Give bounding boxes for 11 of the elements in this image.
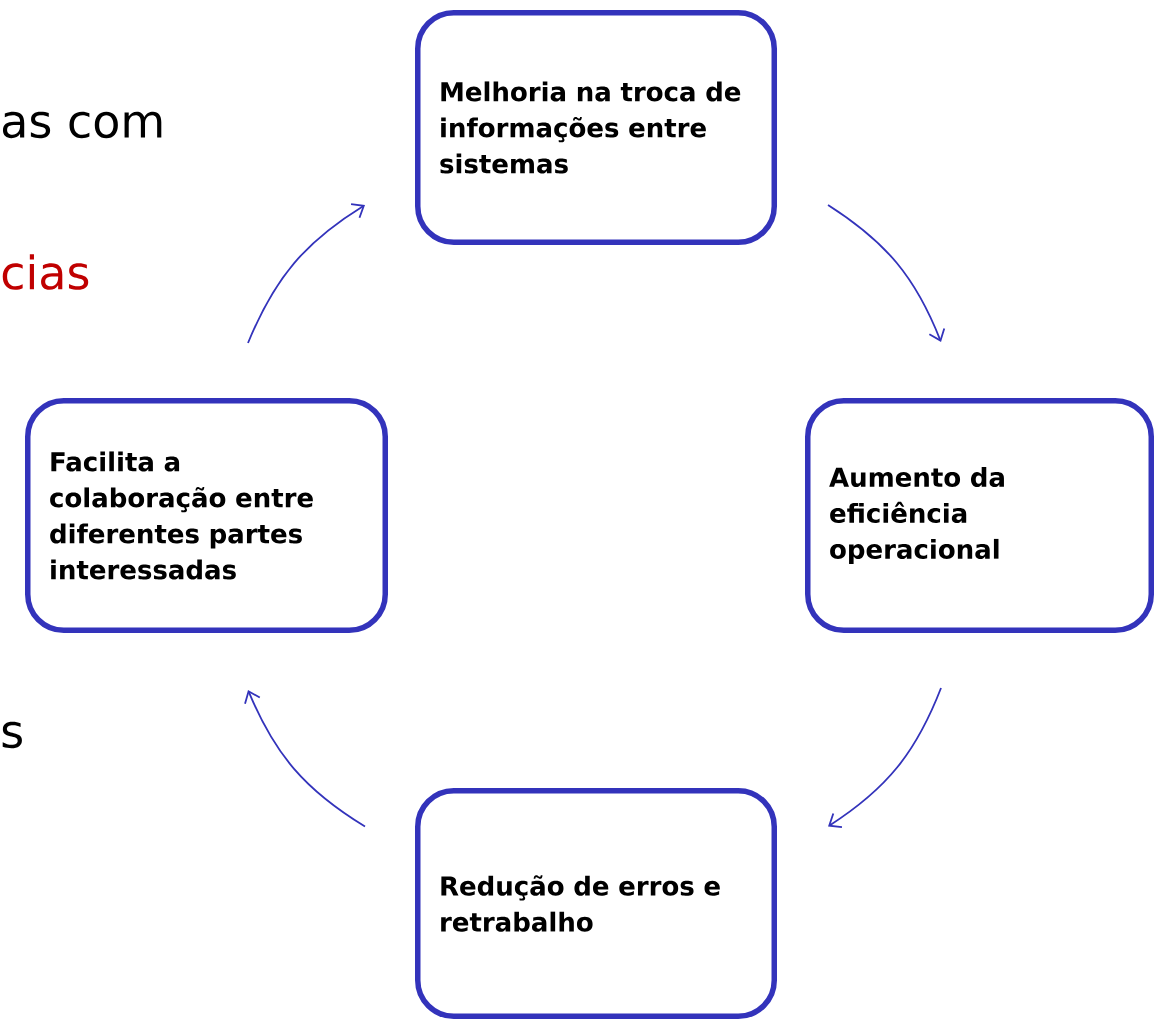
arrow xyxy=(247,203,365,344)
arrow xyxy=(244,690,366,828)
slide-text: as com xyxy=(2,111,162,139)
arrow xyxy=(828,687,942,828)
process-box: Facilita a colaboração entre diferentes partes interessadas xyxy=(25,398,388,633)
slide-text: s xyxy=(2,721,22,749)
process-box: Aumento da eficiência operacional xyxy=(805,398,1154,633)
process-box: Redução de erros e retrabalho xyxy=(415,788,777,1019)
process-box: Melhoria na troca de informações entre sistemas xyxy=(415,10,777,245)
slide-text: cias xyxy=(2,254,89,290)
arrow xyxy=(827,204,946,342)
